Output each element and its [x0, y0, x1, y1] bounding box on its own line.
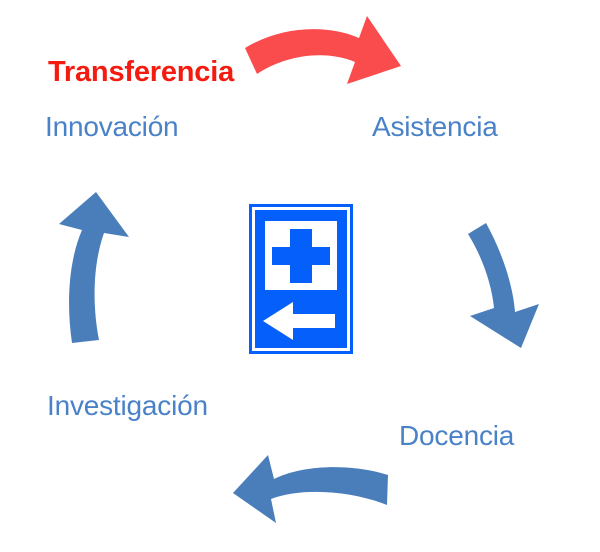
label-investigacion: Investigación: [47, 390, 208, 421]
label-transferencia: Transferencia: [48, 56, 234, 88]
hospital-direction-sign-icon: [249, 204, 353, 354]
arrow-left-blue-icon: [233, 455, 388, 523]
label-innovacion: Innovación: [45, 111, 179, 142]
label-docencia: Docencia: [399, 420, 515, 451]
arrow-down-blue-icon: [468, 223, 539, 348]
arrow-up-blue-icon: [59, 192, 129, 343]
arrow-right-red-icon: [245, 16, 401, 84]
label-asistencia: Asistencia: [372, 111, 498, 142]
